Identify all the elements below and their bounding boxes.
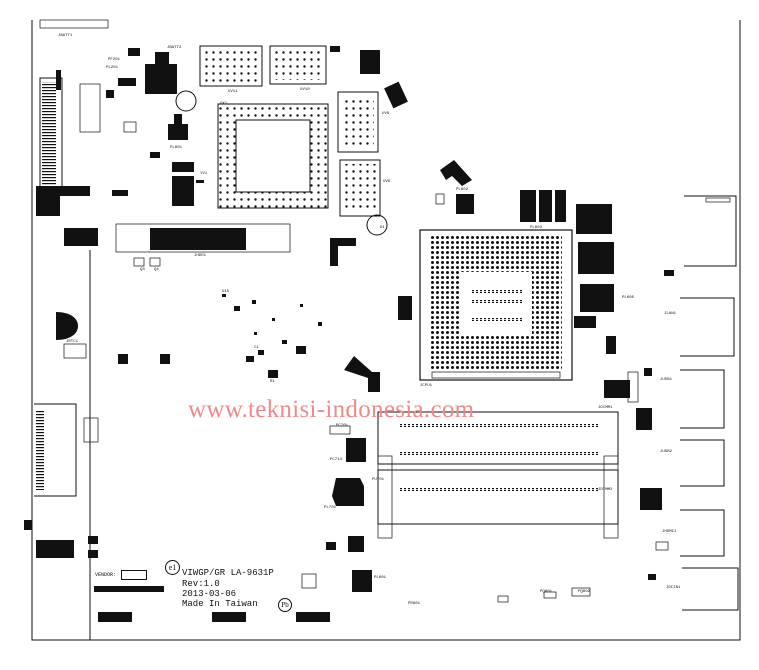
label-uv9: UV9 (383, 180, 391, 184)
small-passives (222, 270, 674, 580)
label-r1: R1 (270, 380, 275, 384)
label-q4: Q4 (154, 268, 159, 272)
bottom-edge-connectors (94, 573, 591, 622)
dimm-latches (377, 455, 619, 539)
label-jhdd1: JHDD1 (194, 254, 207, 258)
label-pl701: PL701 (324, 506, 337, 510)
label-jcpu1: JCPU1 (420, 384, 433, 388)
label-q3: Q3 (140, 268, 145, 272)
label-ux1: UX1 (220, 102, 228, 106)
label-hdmi: JHDMI1 (662, 530, 677, 534)
label-uv10: UV10 (300, 88, 310, 92)
watermark-text: www.teknisi-indonesia.com (188, 396, 475, 423)
label-pq801: PQ801 (540, 590, 553, 594)
label-jrtc1: JRTC1 (66, 340, 79, 344)
label-c1: C1 (254, 346, 259, 350)
left-io-connectors (24, 312, 170, 558)
label-pr801: PR801 (408, 602, 421, 606)
board-revision: Rev:1.0 (182, 579, 220, 589)
label-pl602: PL602 (456, 188, 469, 192)
label-d1: D1 (380, 226, 385, 230)
label-pu701: PU701 (372, 478, 385, 482)
label-yv1: YV1 (200, 172, 208, 176)
board-origin: Made In Taiwan (182, 599, 258, 609)
e1-mark: e1 (165, 560, 180, 575)
cpu-socket (419, 229, 573, 381)
label-pl605: PL605 (622, 296, 635, 300)
dimm-slot-1 (377, 411, 619, 465)
gpu-chip (217, 103, 329, 209)
label-pl601: PL601 (170, 146, 183, 150)
label-pq802: PQ802 (578, 590, 591, 594)
label-jbatt1: JBATT1 (58, 34, 73, 38)
pb-free-mark: Pb (278, 598, 292, 612)
label-pc714: PC714 (330, 458, 343, 462)
hdd-connector (64, 223, 291, 267)
memory-chip-uv8 (337, 91, 379, 153)
bracket-mark (330, 238, 356, 266)
label-u15: U15 (222, 290, 230, 294)
board-outline (31, 20, 741, 641)
label-jbatt2: JBATT2 (167, 46, 182, 50)
label-pf201: PF201 (108, 58, 121, 62)
label-pl603: PL603 (530, 226, 543, 230)
memory-chip-uv10 (269, 45, 327, 85)
label-jdimm1: JDIMM1 (598, 406, 613, 410)
memory-chip-uv9 (339, 159, 381, 217)
label-jdimm2: JDIMM2 (598, 488, 613, 492)
label-pl801: PL801 (374, 576, 387, 580)
memory-chip-uv11 (199, 45, 263, 87)
vendor-box (121, 570, 147, 580)
label-uv11: UV11 (228, 90, 238, 94)
label-uv8: UV8 (382, 112, 390, 116)
power-section (326, 425, 372, 592)
label-pl201: PL201 (106, 66, 119, 70)
right-io-connectors (627, 195, 739, 611)
label-usb2: JUSB2 (660, 450, 673, 454)
battery-connector (36, 19, 109, 216)
label-usb1: JUSB1 (660, 378, 673, 382)
label-dcin: JDCIN1 (666, 586, 681, 590)
board-date: 2013-03-06 (182, 589, 237, 599)
dimm-slot-2 (377, 469, 619, 525)
top-left-components (79, 48, 388, 236)
label-lan: JLAN1 (664, 312, 677, 316)
cpu-area-parts (344, 160, 630, 398)
vendor-label: VENDOR: (95, 572, 117, 578)
board-model: VIWGP/GR LA-9631P (182, 568, 274, 578)
top-right-parts (330, 46, 408, 109)
label-pc701: PC701 (336, 424, 349, 428)
